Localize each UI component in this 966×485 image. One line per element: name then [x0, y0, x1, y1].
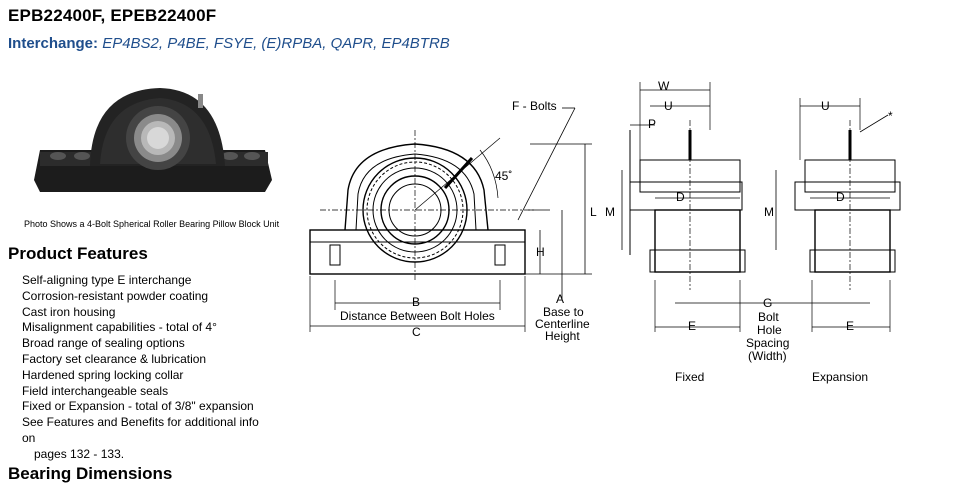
label-e-fixed: E [688, 319, 696, 333]
label-u-expansion: U [821, 99, 830, 113]
label-p: P [648, 117, 656, 131]
product-photo [30, 80, 275, 205]
expansion-side-view [794, 120, 901, 290]
label-a-desc1: Base to [543, 305, 584, 319]
features-heading: Product Features [8, 244, 148, 263]
list-item: pages 132 - 133. [34, 446, 125, 461]
label-g-desc4: (Width) [748, 349, 787, 363]
label-b-desc: Distance Between Bolt Holes [340, 309, 495, 323]
list-item: Self-aligning type E interchange [22, 273, 192, 287]
label-d-fixed: D [676, 190, 685, 204]
label-h: H [536, 245, 545, 259]
interchange-line: Interchange: EP4BS2, P4BE, FSYE, (E)RPBA… [8, 35, 450, 52]
label-e-expansion: E [846, 319, 854, 333]
label-m-expansion: M [764, 205, 774, 219]
label-g-desc1: Bolt [758, 310, 779, 324]
label-f-bolts: F - Bolts [512, 99, 557, 113]
label-g-desc3: Spacing [746, 336, 789, 350]
dimensions-heading: Bearing Dimensions [8, 464, 173, 483]
label-g-desc2: Hole [757, 323, 782, 337]
fixed-side-view [629, 120, 746, 290]
label-b: B [412, 295, 420, 309]
label-a-desc2: Centerline [535, 317, 590, 331]
dimension-drawing: F - Bolts 45˚ H L B Distance Between Bol… [309, 79, 901, 384]
list-item: Cast iron housing [22, 304, 116, 319]
label-expansion: Expansion [812, 370, 868, 384]
list-item: Factory set clearance & lubrication [22, 351, 207, 366]
list-item: Misalignment capabilities - total of 4° [22, 320, 217, 335]
list-item: Fixed or Expansion - total of 3/8" expan… [22, 399, 254, 414]
list-item: Hardened spring locking collar [22, 367, 184, 382]
label-g: G [763, 296, 772, 310]
interchange-label: Interchange: [8, 35, 99, 52]
label-angle: 45˚ [495, 169, 512, 183]
interchange-value: EP4BS2, P4BE, FSYE, (E)RPBA, QAPR, EP4BT… [102, 35, 450, 52]
list-item: Corrosion-resistant powder coating [22, 288, 209, 303]
label-fixed: Fixed [675, 370, 704, 384]
label-d-expansion: D [836, 190, 845, 204]
label-m-fixed: M [605, 205, 615, 219]
label-l: L [590, 205, 597, 219]
front-view [309, 130, 535, 280]
label-w: W [658, 79, 670, 93]
photo-caption: Photo Shows a 4-Bolt Spherical Roller Be… [24, 219, 280, 229]
label-u-fixed: U [664, 99, 673, 113]
list-item: See Features and Benefits for additional… [22, 415, 259, 445]
label-c: C [412, 325, 421, 339]
page-title: EPB22400F, EPEB22400F [8, 6, 217, 25]
label-star: * [888, 109, 893, 123]
features-list: Self-aligning type E interchange Corrosi… [22, 273, 272, 463]
label-a-desc3: Height [545, 329, 580, 343]
list-item: Field interchangeable seals [22, 383, 169, 398]
list-item: Broad range of sealing options [22, 336, 185, 351]
label-a: A [556, 292, 564, 306]
